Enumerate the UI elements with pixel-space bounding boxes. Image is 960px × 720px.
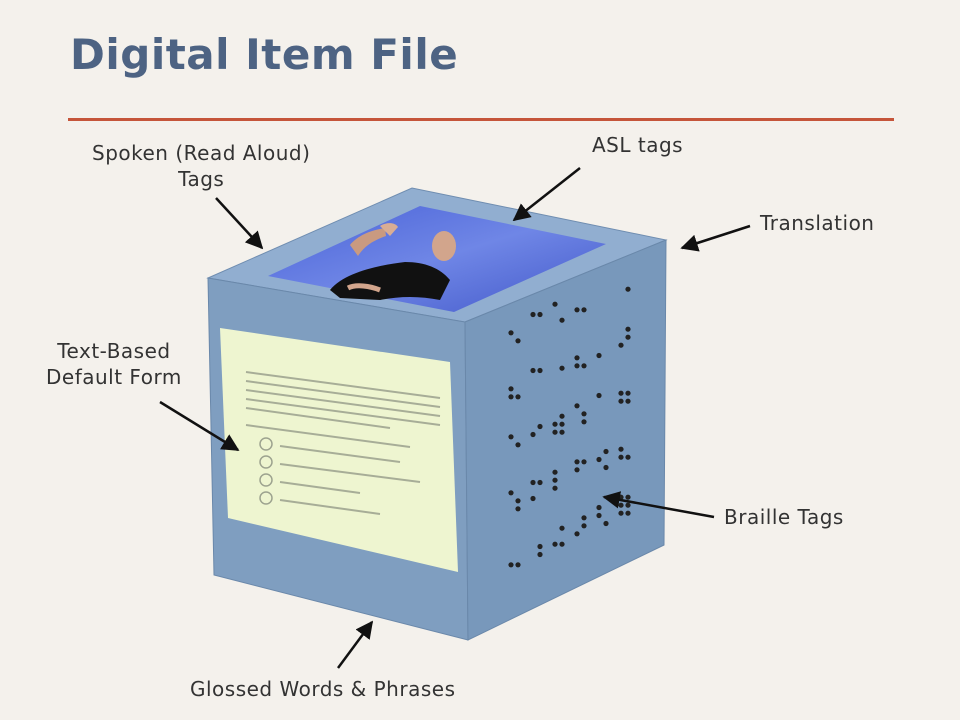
label-braille: Braille Tags <box>724 505 844 529</box>
label-spoken-line1: Spoken (Read Aloud) <box>92 141 311 165</box>
braille-dot <box>625 286 631 292</box>
braille-dot <box>596 392 602 399</box>
braille-dot <box>618 398 624 404</box>
braille-dot <box>625 494 631 500</box>
braille-dot <box>552 477 558 483</box>
braille-dot <box>559 421 565 427</box>
braille-dot <box>618 342 624 348</box>
braille-dot <box>552 429 558 435</box>
braille-dot <box>530 367 536 374</box>
braille-dot <box>508 434 514 440</box>
label-translation: Translation <box>760 211 875 235</box>
braille-dot <box>574 403 580 409</box>
asl-video-panel <box>268 206 606 312</box>
braille-dot <box>603 448 609 455</box>
braille-dot <box>596 512 602 519</box>
braille-dot <box>508 394 514 400</box>
braille-dot <box>574 363 580 369</box>
braille-dot <box>596 352 602 359</box>
braille-dot <box>581 411 587 417</box>
braille-dot <box>530 495 536 502</box>
label-spoken: Spoken (Read Aloud) Tags <box>92 140 310 192</box>
title-underline <box>68 118 894 121</box>
braille-dot <box>508 330 514 336</box>
braille-dot <box>559 541 565 547</box>
braille-dot <box>574 355 580 361</box>
braille-dot <box>581 515 587 521</box>
braille-dot <box>596 456 602 463</box>
slide-title: Digital Item File <box>70 30 459 79</box>
braille-dot <box>625 454 631 460</box>
braille-dot <box>596 504 602 511</box>
braille-dot <box>625 334 631 340</box>
braille-dot <box>515 498 521 504</box>
braille-dot <box>625 510 631 516</box>
braille-dot <box>515 562 521 568</box>
arrow-text-based <box>159 400 240 452</box>
braille-dot <box>559 317 565 323</box>
braille-dot <box>574 467 580 473</box>
arrow-translation <box>680 224 751 252</box>
braille-dot <box>530 431 536 438</box>
braille-dot <box>574 531 580 537</box>
braille-dot <box>515 338 521 344</box>
braille-dot <box>603 520 609 527</box>
braille-dot <box>625 502 631 508</box>
braille-dot <box>515 442 521 448</box>
braille-dot <box>581 363 587 369</box>
cube-right-face <box>464 239 667 641</box>
arrow-spoken <box>215 197 264 250</box>
braille-dot <box>625 390 631 396</box>
label-text-based-line2: Default Form <box>46 365 182 389</box>
braille-dot <box>574 307 580 313</box>
braille-dot <box>530 311 536 318</box>
braille-dot <box>625 326 631 332</box>
braille-dot <box>618 446 624 452</box>
braille-dot <box>537 311 543 318</box>
label-text-based-line1: Text-Based <box>57 339 171 363</box>
braille-dot <box>515 394 521 400</box>
braille-dot <box>552 485 558 491</box>
braille-dot <box>515 506 521 512</box>
braille-dot <box>559 365 565 371</box>
braille-dot <box>618 502 624 508</box>
braille-dot <box>552 469 558 475</box>
braille-dot <box>559 525 565 531</box>
label-asl: ASL tags <box>592 133 684 157</box>
braille-dot <box>618 510 624 516</box>
braille-dot <box>581 419 587 425</box>
braille-dot <box>537 543 543 550</box>
braille-dot <box>552 541 558 547</box>
braille-dot <box>537 367 543 374</box>
arrow-asl <box>512 167 581 222</box>
braille-dot <box>559 413 565 419</box>
braille-dot <box>559 429 565 435</box>
braille-dot <box>530 479 536 486</box>
text-default-form-panel <box>220 328 458 572</box>
braille-dot <box>603 464 609 471</box>
braille-dot <box>537 423 543 430</box>
braille-dot <box>574 459 580 465</box>
braille-dot <box>552 421 558 427</box>
label-spoken-line2: Tags <box>178 167 225 191</box>
arrow-glossed <box>336 620 374 669</box>
braille-dot <box>581 307 587 313</box>
braille-dot <box>581 459 587 465</box>
braille-dot <box>537 479 543 486</box>
braille-dot <box>508 562 514 568</box>
label-text-based: Text-Based Default Form <box>46 338 182 390</box>
braille-dots <box>508 286 631 568</box>
braille-dot <box>552 301 558 307</box>
braille-dot <box>537 551 543 558</box>
braille-dot <box>581 523 587 529</box>
arrow-braille <box>602 491 715 519</box>
braille-dot <box>508 490 514 496</box>
braille-dot <box>618 390 624 396</box>
braille-dot <box>618 454 624 460</box>
label-glossed: Glossed Words & Phrases <box>190 677 456 701</box>
braille-dot <box>508 386 514 392</box>
braille-dot <box>625 398 631 404</box>
